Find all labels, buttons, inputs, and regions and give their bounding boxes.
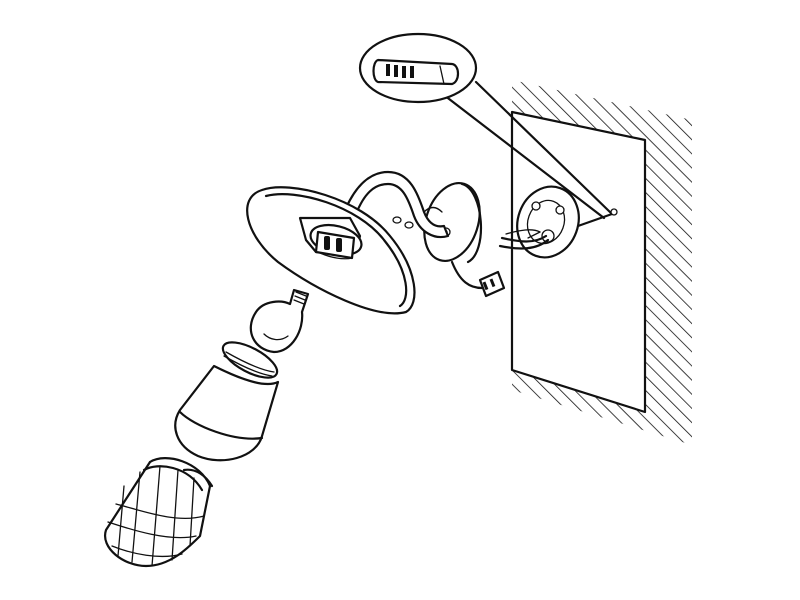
wall-mounting-bracket [516,185,618,259]
screws [392,216,414,229]
gooseneck-arm [344,170,450,239]
light-bulb [249,288,310,354]
wire-cage [103,457,214,568]
wall-hatching [512,80,692,445]
mounting-plate [510,110,647,414]
detail-callout-bubble [358,32,614,220]
fuse-connector-detail [372,58,460,86]
glass-globe [174,341,280,462]
bulb-socket [314,230,356,260]
terminal-block [450,260,506,298]
supply-cable [498,229,550,250]
